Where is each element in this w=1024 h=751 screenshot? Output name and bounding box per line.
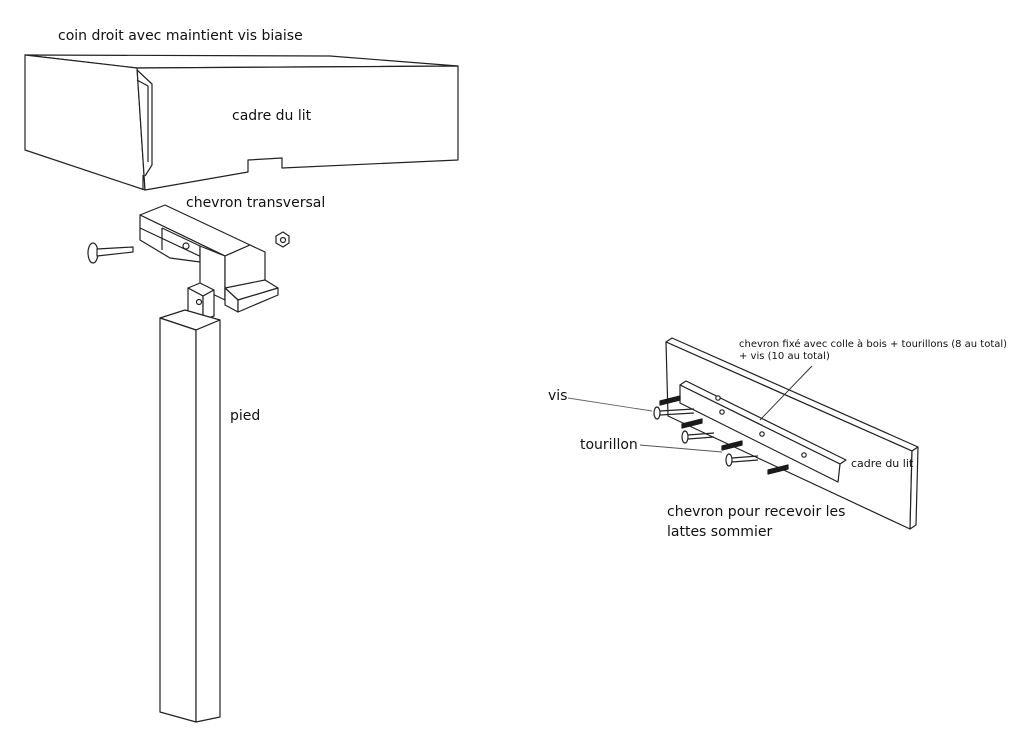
- frame-small-label: cadre du lit: [851, 457, 914, 470]
- rail-label-line-1: chevron pour recevoir les: [667, 504, 846, 520]
- frame-label: cadre du lit: [232, 108, 312, 124]
- corner-label: coin droit avec maintient vis biaise: [58, 28, 303, 44]
- dowels: [659, 395, 789, 475]
- leader-lines: [567, 365, 813, 453]
- crossbar-label: chevron transversal: [186, 195, 326, 211]
- bolt: [87, 242, 134, 264]
- dowel-label: tourillon: [580, 437, 638, 453]
- slat-rail: [679, 380, 847, 483]
- rail-label-line-2: lattes sommier: [667, 524, 773, 540]
- nut: [275, 231, 290, 248]
- crossbar-bracket: [139, 204, 279, 313]
- leg: [159, 282, 221, 723]
- screw-label: vis: [548, 388, 568, 404]
- bed-frame-corner: [24, 54, 459, 191]
- rail-note-line-1: chevron fixé avec colle à bois + tourill…: [739, 339, 1008, 350]
- leg-label: pied: [230, 408, 261, 424]
- screws: [653, 406, 759, 467]
- rail-note-line-2: + vis (10 au total): [739, 351, 830, 362]
